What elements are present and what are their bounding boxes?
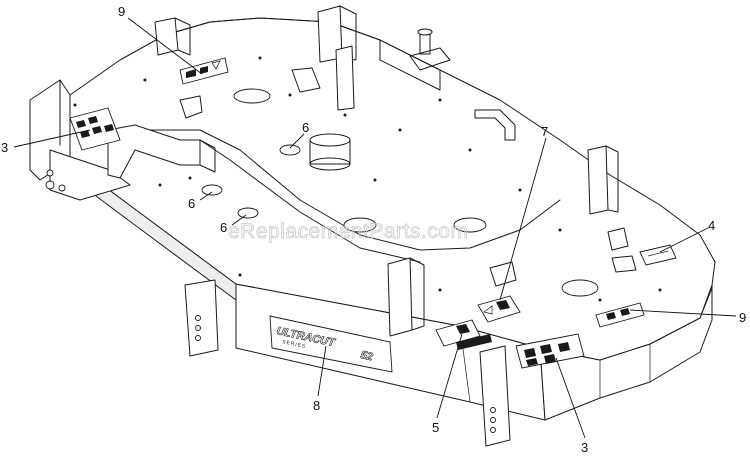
decal-4 xyxy=(639,244,677,266)
leader-lines xyxy=(13,17,737,439)
clip-right xyxy=(607,227,629,251)
opening-left-2 xyxy=(237,207,259,219)
front-left-hitch xyxy=(184,279,219,357)
deck-top-surface xyxy=(39,17,716,361)
decal-7 xyxy=(477,295,521,323)
decals: ULTRACUT SERIES 52 xyxy=(69,57,677,373)
decal-3-front xyxy=(515,333,585,369)
deck-trough xyxy=(119,129,561,251)
clip-rear-left xyxy=(179,95,203,119)
callout-3-front: 3 xyxy=(581,440,588,455)
spindle-post xyxy=(409,28,451,71)
decal-5 xyxy=(435,319,492,350)
deck-openings xyxy=(73,56,662,302)
callout-3-left: 3 xyxy=(1,140,8,155)
callout-6-mid: 6 xyxy=(302,120,309,135)
right-side-bracket xyxy=(587,145,609,215)
callout-4: 4 xyxy=(708,218,715,233)
left-baffle-plate xyxy=(107,124,201,179)
rear-center-bracket-2 xyxy=(335,45,355,111)
rear-left-bracket xyxy=(154,17,179,56)
callout-5: 5 xyxy=(432,420,439,435)
opening-right-center xyxy=(453,217,487,233)
front-baffle-plate xyxy=(387,257,413,337)
callout-9-right: 9 xyxy=(739,310,746,325)
opening-right xyxy=(561,279,599,297)
spindle-housing xyxy=(309,133,351,171)
callout-9-rear: 9 xyxy=(118,4,125,19)
callout-8: 8 xyxy=(313,398,320,413)
opening-center xyxy=(343,217,377,233)
clip-rear-mid xyxy=(291,67,321,93)
brand-model: 52 xyxy=(359,349,373,363)
front-right-hitch xyxy=(479,345,511,447)
callout-7: 7 xyxy=(541,124,548,139)
opening-left xyxy=(201,184,223,196)
callout-6-left-2: 6 xyxy=(220,220,227,235)
decal-9-rear xyxy=(179,57,229,85)
decal-9-right xyxy=(595,302,645,328)
decal-3-left xyxy=(69,107,121,151)
brand-series: SERIES xyxy=(282,339,307,350)
callout-labels: 9 3 6 6 6 7 4 9 5 8 3 xyxy=(1,4,746,455)
rear-handle xyxy=(474,109,516,141)
callout-6-left: 6 xyxy=(188,196,195,211)
decal-8-brand: ULTRACUT SERIES 52 xyxy=(269,315,393,373)
clip-right-2 xyxy=(611,255,637,273)
watermark-text: eReplacementParts.com xyxy=(228,220,468,243)
opening-rear-center xyxy=(233,88,271,104)
opening-mid xyxy=(279,144,301,156)
mower-deck xyxy=(29,5,716,447)
